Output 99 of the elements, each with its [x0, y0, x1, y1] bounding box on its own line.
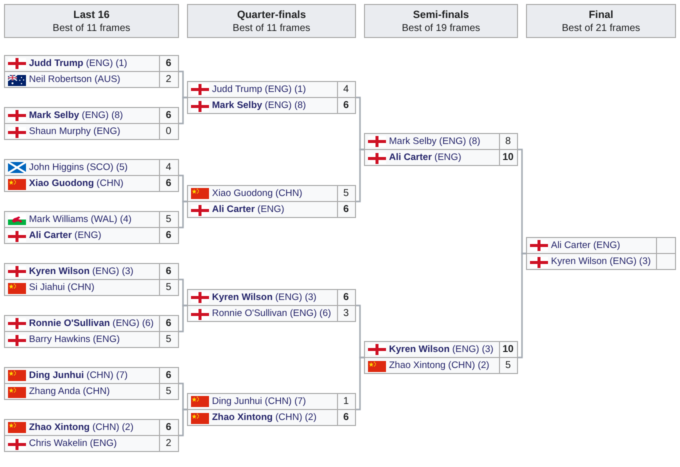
player-name: Ronnie O'Sullivan (ENG) (6) [212, 308, 332, 320]
score: 4 [166, 162, 172, 174]
match-box [187, 81, 356, 114]
player-name: Mark Selby (ENG) (8) [212, 100, 306, 112]
player-name: Kyren Wilson (ENG) (3) [551, 256, 651, 268]
player-name: Mark Selby (ENG) (8) [29, 110, 123, 122]
player-name: Mark Williams (WAL) (4) [29, 214, 132, 226]
player-name: Zhang Anda (CHN) [29, 386, 110, 398]
score: 5 [166, 386, 172, 398]
player-name: Xiao Guodong (CHN) [29, 178, 124, 190]
bracket-line [518, 148, 526, 254]
player-name: Ronnie O'Sullivan (ENG) (6) [29, 318, 154, 330]
player-name: Kyren Wilson (ENG) (3) [212, 292, 316, 304]
player-name: Kyren Wilson (ENG) (3) [389, 344, 494, 356]
score: 6 [343, 412, 349, 424]
bracket-line [179, 70, 187, 98]
score: 4 [343, 84, 349, 96]
score: 5 [343, 188, 349, 200]
player-name: Ali Carter (ENG) [389, 152, 462, 164]
round-title: Quarter-finals [237, 9, 306, 21]
match-box [187, 289, 356, 322]
score: 6 [166, 318, 172, 330]
score: 0 [166, 126, 172, 138]
bracket-line [179, 96, 187, 124]
match-box [364, 341, 518, 374]
score: 6 [343, 292, 349, 304]
player-name: Zhao Xintong (CHN) (2) [212, 412, 316, 424]
match-box [364, 133, 518, 166]
player-name: Si Jiahui (CHN) [29, 282, 94, 294]
bracket-line [179, 200, 187, 228]
score: 8 [505, 136, 511, 148]
match-box [187, 393, 356, 426]
player-name: Judd Trump (ENG) (1) [29, 58, 128, 70]
score: 10 [502, 344, 514, 356]
round-title: Semi-finals [412, 9, 470, 21]
round-header [526, 4, 676, 38]
round-header [364, 4, 518, 38]
score: 6 [166, 58, 172, 70]
round-title: Last 16 [73, 9, 110, 21]
match-box [187, 185, 356, 218]
score: 5 [166, 214, 172, 226]
score: 5 [505, 360, 511, 372]
bracket-line [356, 96, 364, 150]
score: 2 [166, 438, 172, 450]
bracket-line [356, 148, 364, 202]
player-name: Kyren Wilson (ENG) (3) [29, 266, 134, 278]
score: 6 [343, 204, 349, 216]
match-box [4, 159, 179, 192]
score: 5 [166, 334, 172, 346]
bracket-line [179, 174, 187, 202]
match-box [4, 107, 179, 140]
bracket-line [179, 408, 187, 436]
score: 1 [343, 396, 349, 408]
player-name: Ali Carter (ENG) [29, 230, 102, 242]
player-name: Ali Carter (ENG) [212, 204, 284, 216]
bracket-line [179, 278, 187, 306]
player-name: Barry Hawkins (ENG) [29, 334, 120, 346]
player-name: Ding Junhui (CHN) (7) [212, 396, 306, 408]
match-format: Best of 21 frames [562, 23, 640, 35]
match-format: Best of 19 frames [402, 23, 480, 35]
match-box [4, 367, 179, 400]
score: 6 [166, 422, 172, 434]
player-name: Mark Selby (ENG) (8) [389, 136, 480, 148]
bracket-line [179, 382, 187, 410]
bracket-line [356, 304, 364, 358]
score: 6 [166, 266, 172, 278]
bracket-line [518, 252, 526, 358]
match-box [4, 211, 179, 244]
round-header [187, 4, 356, 38]
player-name: Neil Robertson (AUS) [29, 74, 120, 86]
score: 6 [166, 178, 172, 190]
player-name: John Higgins (SCO) (5) [29, 162, 128, 174]
player-name: Xiao Guodong (CHN) [212, 188, 302, 200]
player-name: Chris Wakelin (ENG) [29, 438, 117, 450]
match-format: Best of 11 frames [232, 23, 310, 35]
match-box [4, 263, 179, 296]
score: 6 [166, 370, 172, 382]
score: 6 [166, 230, 172, 242]
match-format: Best of 11 frames [52, 23, 130, 35]
match-box [4, 55, 179, 88]
round-title: Final [588, 9, 614, 21]
score: 6 [343, 100, 349, 112]
bracket-line [179, 304, 187, 332]
round-header [4, 4, 179, 38]
score: 3 [343, 308, 349, 320]
score: 2 [166, 74, 172, 86]
bracket-line [356, 356, 364, 410]
player-name: Zhao Xintong (CHN) (2) [389, 360, 490, 372]
score: 6 [166, 110, 172, 122]
player-name: Shaun Murphy (ENG) [29, 126, 120, 138]
match-box [526, 237, 676, 270]
player-name: Ding Junhui (CHN) (7) [29, 370, 128, 382]
player-name: Ali Carter (ENG) [551, 240, 620, 252]
match-box [4, 315, 179, 348]
score: 10 [502, 152, 514, 164]
player-name: Zhao Xintong (CHN) (2) [29, 422, 134, 434]
player-name: Judd Trump (ENG) (1) [212, 84, 306, 96]
match-box [4, 419, 179, 452]
score: 5 [166, 282, 172, 294]
